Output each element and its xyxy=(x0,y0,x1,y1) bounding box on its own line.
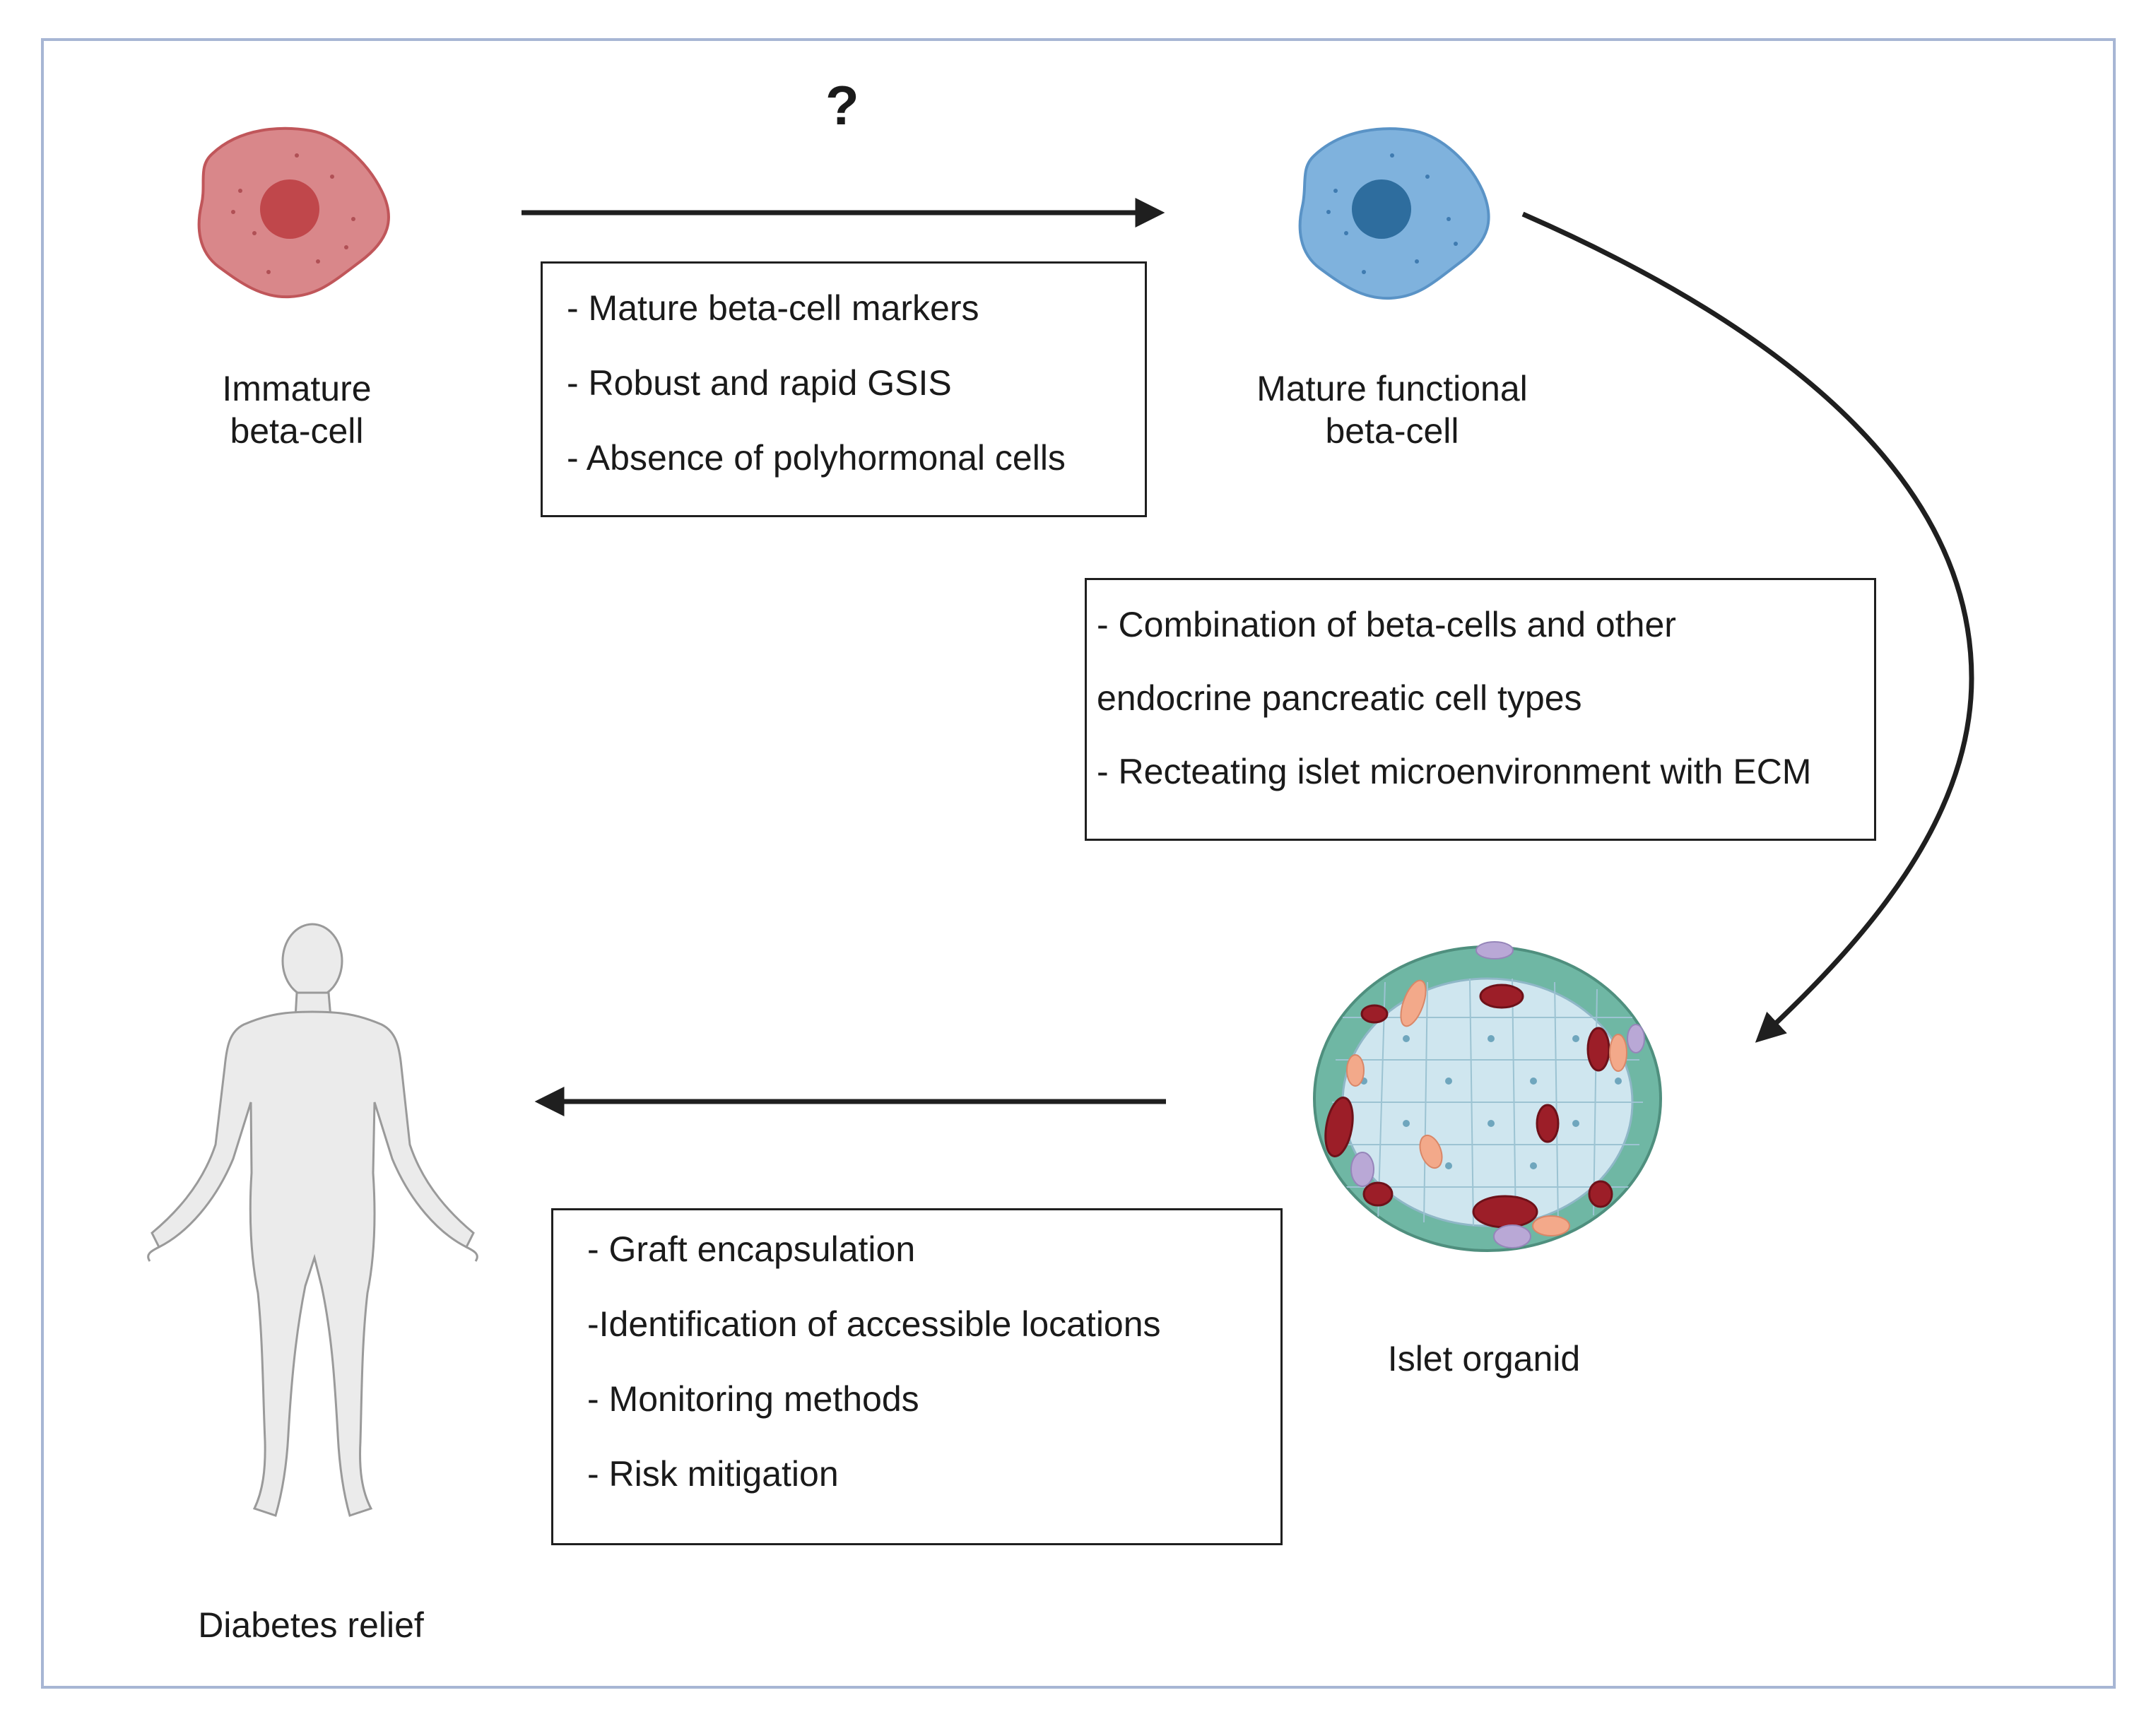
arrow-organoid-formation xyxy=(1521,211,1974,1043)
organoid-item: endocrine pancreatic cell types xyxy=(1097,678,1582,718)
human-figure-icon xyxy=(147,923,478,1517)
diabetes-relief-label: Diabetes relief xyxy=(198,1605,424,1645)
question-mark: ? xyxy=(825,74,859,136)
maturation-item: - Absence of polyhormonal cells xyxy=(567,438,1066,478)
transplantation-box: - Graft encapsulation -Identification of… xyxy=(551,1208,1283,1545)
transplant-item: - Monitoring methods xyxy=(587,1379,919,1419)
immature-beta-cell-label: Immature beta-cell xyxy=(191,367,403,452)
organoid-item: - Recteating islet microenvironment with… xyxy=(1097,752,1812,791)
mature-label-line1: Mature functional xyxy=(1256,369,1528,408)
figure-frame xyxy=(41,38,2116,1689)
mature-label-line2: beta-cell xyxy=(1325,411,1459,451)
immature-beta-cell-icon xyxy=(197,126,390,299)
maturation-criteria-box: - Mature beta-cell markers - Robust and … xyxy=(541,261,1147,517)
organoid-formation-box: - Combination of beta-cells and other en… xyxy=(1085,578,1876,841)
immature-label-line2: beta-cell xyxy=(230,411,364,451)
maturation-item: - Mature beta-cell markers xyxy=(567,288,979,328)
transplant-item: - Graft encapsulation xyxy=(587,1229,916,1269)
transplant-item: -Identification of accessible locations xyxy=(587,1304,1161,1344)
transplant-item: - Risk mitigation xyxy=(587,1454,839,1494)
mature-beta-cell-label: Mature functional beta-cell xyxy=(1215,367,1569,452)
islet-organoid-label: Islet organid xyxy=(1387,1339,1581,1378)
islet-organoid-icon xyxy=(1313,941,1662,1252)
organoid-item: - Combination of beta-cells and other xyxy=(1097,605,1676,644)
maturation-item: - Robust and rapid GSIS xyxy=(567,363,952,403)
immature-label-line1: Immature xyxy=(222,369,372,408)
mature-beta-cell-icon xyxy=(1298,127,1490,300)
